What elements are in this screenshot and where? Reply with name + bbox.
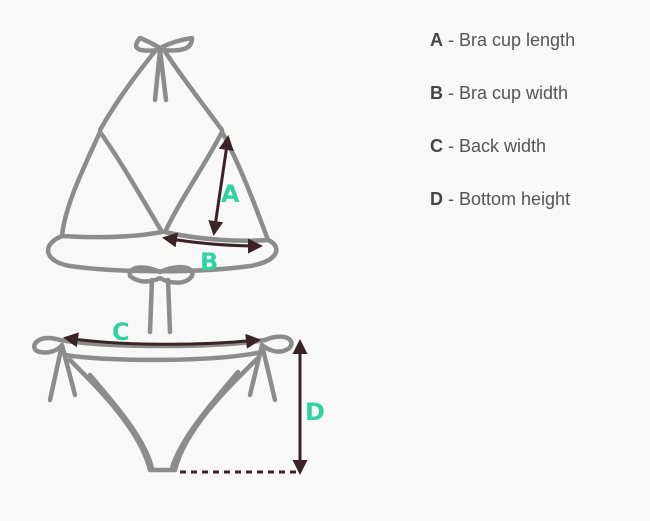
legend-letter: C: [430, 136, 443, 156]
legend-item-d: D - Bottom height: [430, 189, 570, 210]
legend-letter: B: [430, 83, 443, 103]
legend-text: - Bra cup width: [443, 83, 569, 103]
label-d: D: [305, 398, 325, 426]
legend-text: - Bra cup length: [443, 30, 576, 50]
legend-item-b: B - Bra cup width: [430, 83, 568, 104]
arrow-a: [208, 135, 234, 236]
label-c: C: [112, 318, 130, 346]
arrow-c: [63, 332, 261, 349]
legend-letter: A: [430, 30, 443, 50]
legend-item-c: C - Back width: [430, 136, 546, 157]
label-b: B: [200, 248, 218, 276]
arrow-b: [162, 232, 263, 254]
bikini-top: [45, 35, 279, 335]
legend-letter: D: [430, 189, 443, 209]
legend-text: - Bottom height: [443, 189, 571, 209]
label-a: A: [221, 180, 240, 208]
legend-item-a: A - Bra cup length: [430, 30, 575, 51]
legend-text: - Back width: [443, 136, 547, 156]
bikini-bottom: [32, 334, 294, 473]
